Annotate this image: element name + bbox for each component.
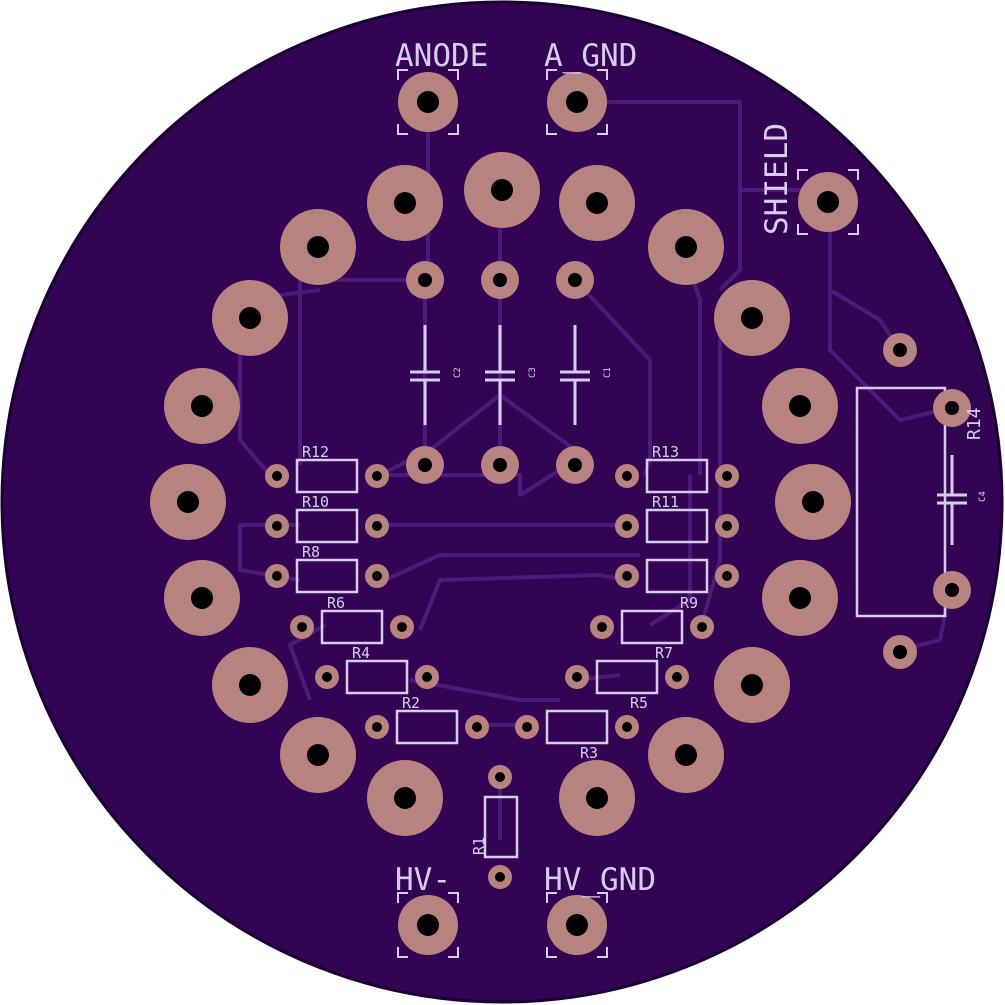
resistor-r10 — [295, 508, 359, 544]
socket-pin-11 — [559, 760, 635, 836]
label-r4: R4 — [352, 644, 370, 662]
label-c3: C3 — [528, 367, 538, 378]
resistor-r9 — [645, 558, 709, 594]
label-hv-gnd: HV_GND — [544, 862, 656, 898]
socket-pin-14 — [212, 647, 288, 723]
resistor-r13 — [645, 458, 709, 494]
resistor-r2 — [395, 709, 459, 745]
socket-pin-9 — [714, 647, 790, 723]
resistor-r3 — [545, 709, 609, 745]
resistor-r6 — [320, 609, 384, 645]
socket-pin-6 — [762, 368, 838, 444]
label-c4: C4 — [978, 491, 988, 502]
connector-hv-minus — [397, 892, 459, 958]
label-a-gnd: A_GND — [544, 38, 637, 74]
socket-pin-7 — [775, 464, 851, 540]
socket-pin-13 — [280, 717, 356, 793]
label-c1: C1 — [603, 367, 613, 378]
silkscreen-labels: ANODE A_GND SHIELD HV- HV_GND R12 R10 R8… — [302, 38, 988, 898]
label-hv-minus: HV- — [395, 862, 451, 898]
connector-a-gnd — [546, 69, 608, 135]
socket-pin-16 — [150, 464, 226, 540]
resistor-r11 — [645, 508, 709, 544]
resistor-r5 — [595, 659, 659, 695]
label-anode: ANODE — [395, 38, 488, 74]
label-r11: R11 — [652, 493, 679, 511]
label-r13: R13 — [652, 443, 679, 461]
socket-pin-12 — [367, 760, 443, 836]
socket-pin-4 — [648, 209, 724, 285]
socket-pin-18 — [212, 280, 288, 356]
label-r8: R8 — [302, 543, 320, 561]
label-r2: R2 — [402, 694, 420, 712]
traces — [238, 100, 952, 840]
label-r3: R3 — [580, 744, 598, 762]
socket-pin-8 — [762, 560, 838, 636]
label-r10: R10 — [302, 493, 329, 511]
label-r9: R9 — [680, 594, 698, 612]
capacitor-c1 — [556, 261, 594, 484]
resistor-r7 — [620, 609, 684, 645]
socket-pin-10 — [648, 717, 724, 793]
socket-pin-2 — [464, 152, 540, 228]
socket-pin-3 — [559, 165, 635, 241]
socket-pins — [150, 152, 851, 836]
label-shield: SHIELD — [759, 123, 795, 235]
resistor-r8 — [295, 558, 359, 594]
socket-pin-17 — [164, 368, 240, 444]
resistor-r4 — [345, 659, 409, 695]
label-r1: R1 — [470, 837, 488, 855]
resistor-r1 — [483, 765, 519, 889]
label-r5: R5 — [630, 694, 648, 712]
socket-pin-5 — [714, 280, 790, 356]
connector-anode — [397, 69, 459, 135]
connector-hv-gnd — [546, 892, 608, 958]
connector-shield — [797, 169, 859, 235]
resistor-pads — [265, 464, 739, 739]
socket-pin-1 — [367, 165, 443, 241]
label-r12: R12 — [302, 443, 329, 461]
socket-pin-19 — [280, 209, 356, 285]
r14-c4-block — [855, 333, 971, 669]
label-r7: R7 — [655, 644, 673, 662]
label-r14: R14 — [964, 407, 985, 440]
capacitor-c2 — [406, 261, 444, 484]
label-c2: C2 — [453, 367, 463, 378]
label-r6: R6 — [327, 594, 345, 612]
resistors — [295, 458, 709, 745]
capacitor-c3 — [481, 261, 519, 484]
resistor-r12 — [295, 458, 359, 494]
socket-pin-15 — [164, 560, 240, 636]
